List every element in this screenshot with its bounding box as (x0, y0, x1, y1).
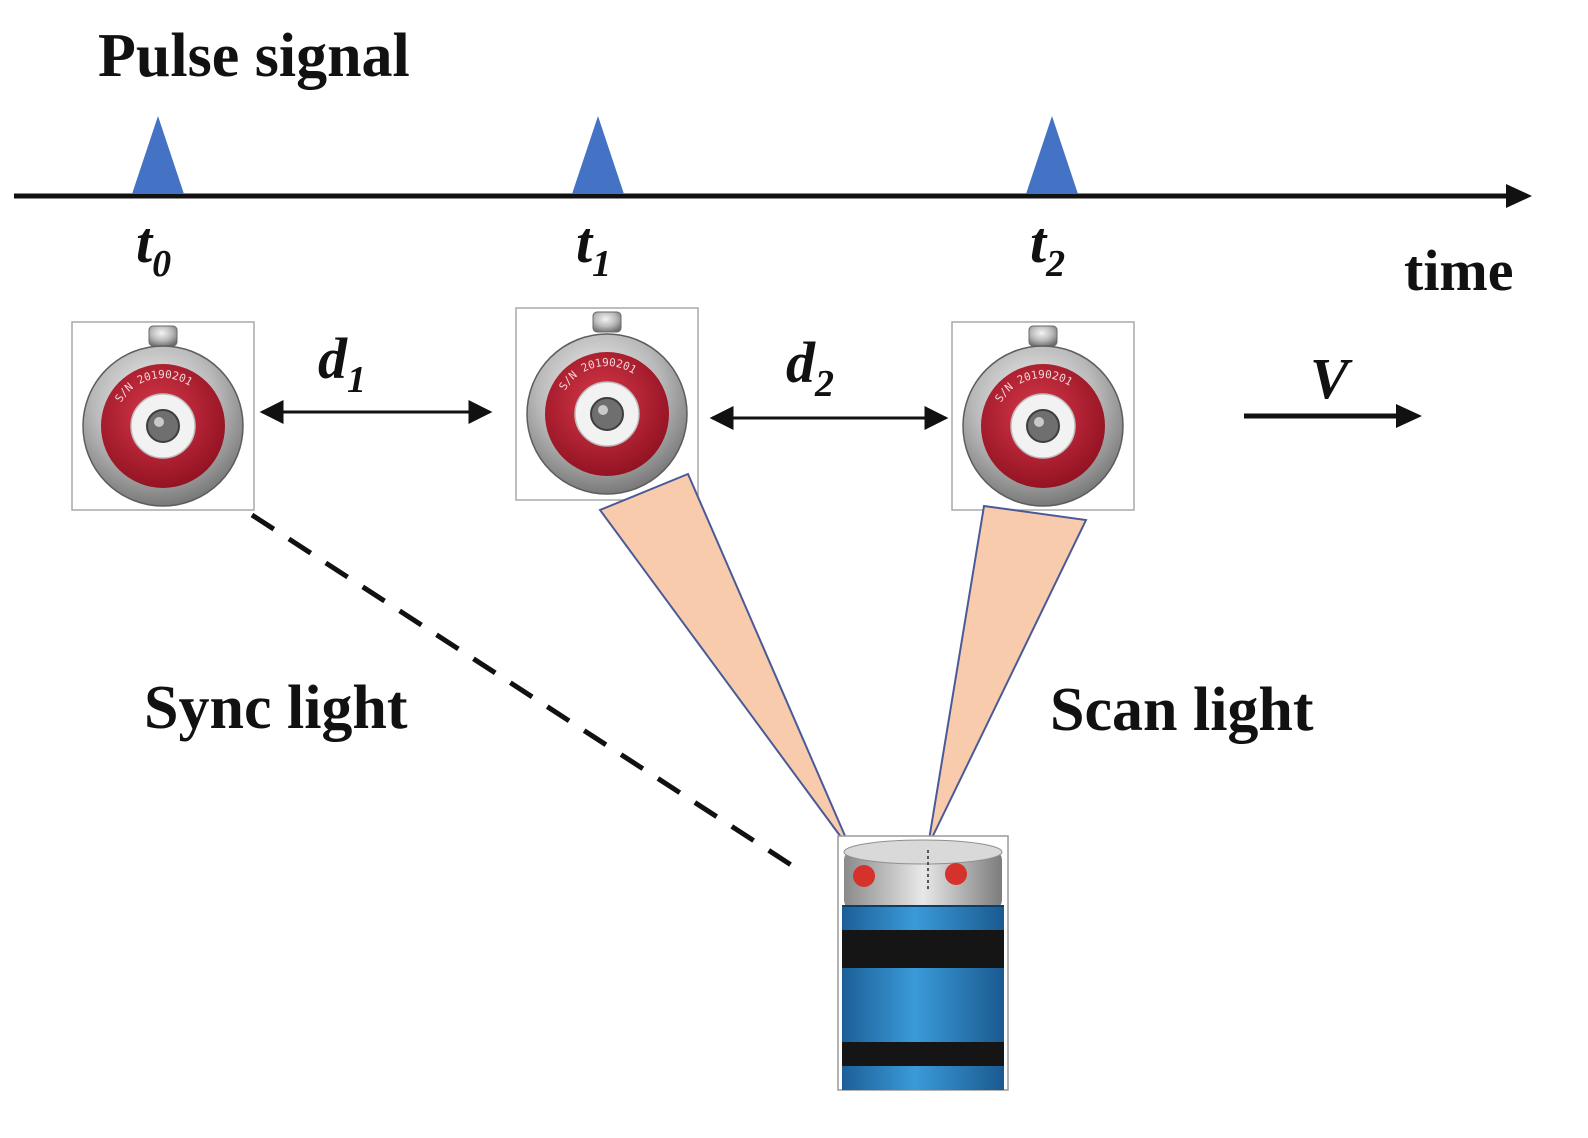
sensor-connector (148, 325, 178, 347)
scan-light-beam-2 (927, 504, 1088, 847)
scan-light-label: Scan light (1050, 676, 1314, 744)
scanner-device (837, 835, 1009, 1091)
sensor-lens (590, 397, 624, 431)
sensor-lens-glint (1034, 417, 1044, 427)
sensor-connector (1028, 325, 1058, 347)
velocity-label: V (1310, 346, 1353, 411)
distance-label-d1: d1 (318, 326, 366, 401)
pulse-triangle (1026, 116, 1078, 194)
sensor-unit-1: S/N 20190201 (515, 307, 699, 501)
pulse-triangle (132, 116, 184, 194)
pulse-2: t2 (1026, 116, 1078, 285)
time-axis-label: time (1404, 238, 1514, 303)
pulse-time-label: t0 (136, 210, 171, 285)
distance-label-d2: d2 (786, 330, 834, 405)
sensor-lens (146, 409, 180, 443)
sensor-connector (592, 311, 622, 333)
sensor-lens-glint (598, 405, 608, 415)
sync-light-label: Sync light (144, 674, 408, 742)
sensor-unit-2: S/N 20190201 (951, 321, 1135, 511)
sensor-lens-glint (154, 417, 164, 427)
pulse-markers: t0 t1 t2 (132, 116, 1078, 285)
sensor-units: S/N 20190201 S/N 20190201 S/N 20190201 (71, 307, 1135, 511)
distance-arrow-d2: d2 (709, 330, 949, 430)
velocity-arrow: V (1244, 346, 1422, 428)
pulse-1: t1 (572, 116, 624, 285)
diagram-title: Pulse signal (98, 22, 410, 90)
sync-light-beam (250, 512, 804, 875)
pulse-time-label: t2 (1030, 210, 1065, 285)
distance-arrow-d1: d1 (259, 326, 493, 424)
sensor-lens (1026, 409, 1060, 443)
sensor-unit-0: S/N 20190201 (71, 321, 255, 511)
pulse-triangle (572, 116, 624, 194)
scanner-emitter-right (945, 863, 967, 885)
pulse-time-label: t1 (576, 210, 611, 285)
scanner-emitter-left (853, 865, 875, 887)
time-axis-arrowhead (1506, 184, 1532, 208)
pulse-0: t0 (132, 116, 184, 285)
scan-light-beam-1 (598, 472, 853, 853)
